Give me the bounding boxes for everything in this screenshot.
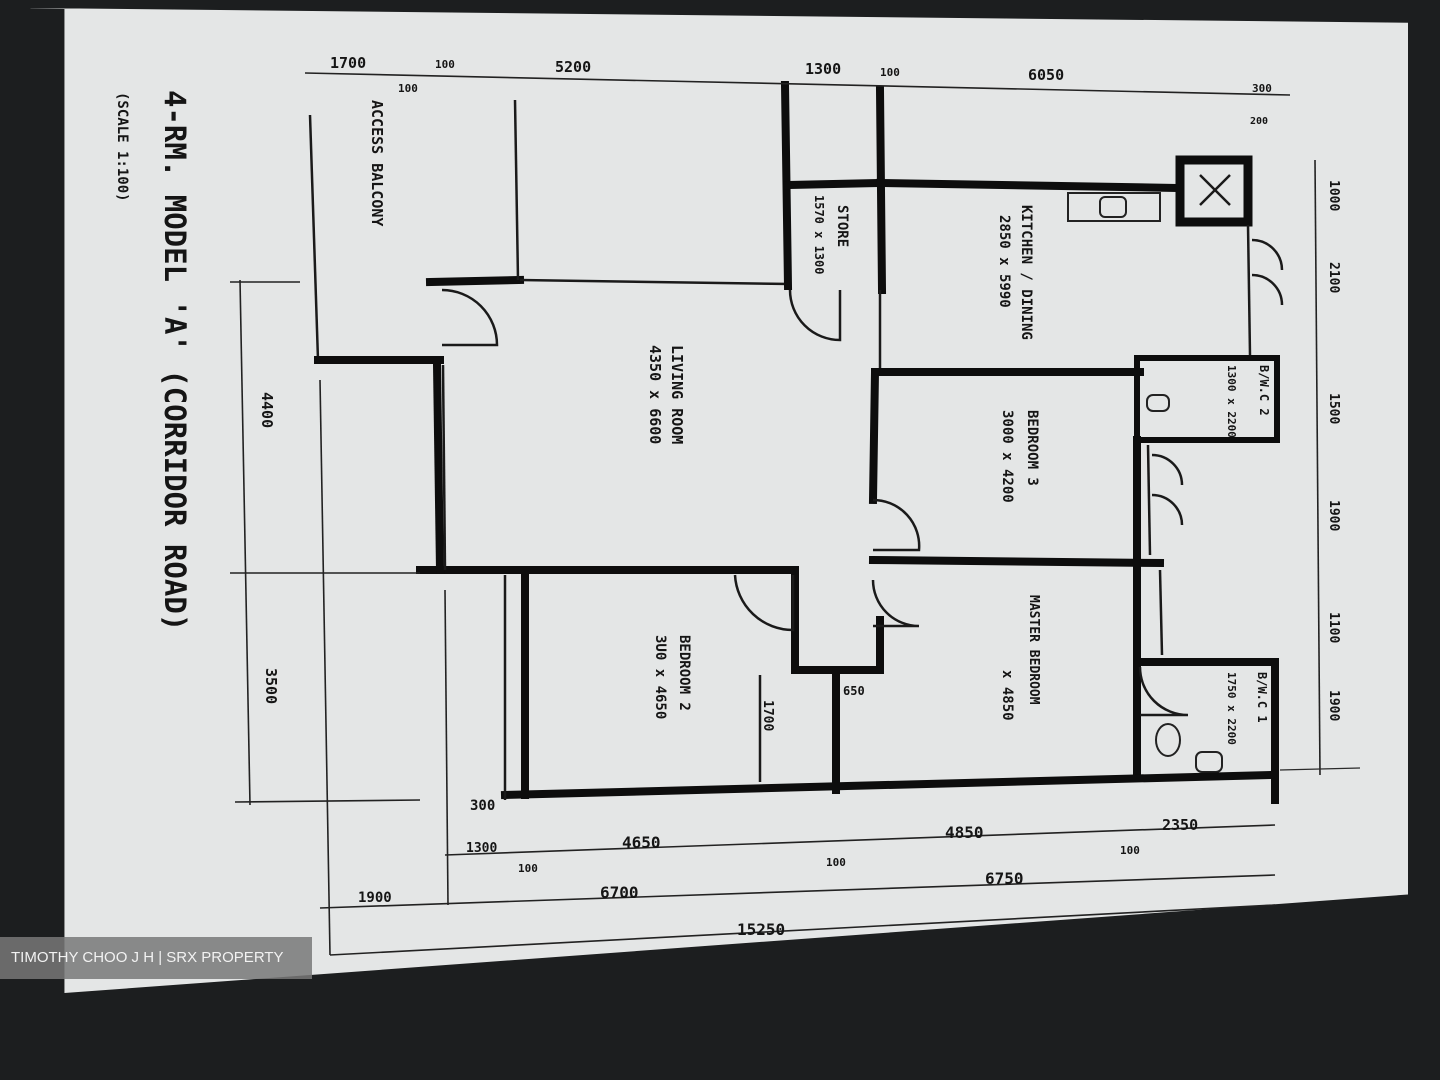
room-bwc-1-size: 1750 x 2200 [1225,672,1238,745]
room-bedroom-2-size: 3U0 x 4650 [652,635,668,719]
dim-right-2100: 2100 [1326,262,1341,293]
dim-top-1700: 1700 [330,54,366,72]
dim-left-4400: 4400 [258,392,276,428]
dim-bottom-6750: 6750 [985,869,1024,888]
dim-total-15250: 15250 [737,920,785,939]
room-bedroom-3-size: 3000 x 4200 [999,410,1015,503]
room-master-bedroom-size: x 4850 [999,670,1015,721]
dim-top-100: 100 [398,82,418,95]
room-living-size: 4350 x 6600 [646,345,664,444]
room-access-balcony: ACCESS BALCONY [368,100,386,226]
dim-top-100b: 100 [435,58,455,71]
room-master-bedroom: MASTER BEDROOM [1026,595,1041,705]
dim-right-1000: 1000 [1326,180,1341,211]
dim-top-5200: 5200 [555,58,591,76]
room-bwc-2: B/W.C 2 [1257,365,1271,416]
dim-bottom-2350: 2350 [1162,816,1198,834]
dim-bottom-1300: 1300 [466,841,497,856]
dimension-lines [230,72,1361,956]
room-living: LIVING ROOM [668,345,686,444]
doors [441,238,1284,717]
plan-scale: (SCALE 1:100) [114,92,130,202]
dim-right-1100: 1100 [1326,612,1341,643]
dim-top-100c: 100 [880,66,900,79]
dim-bottom-100b: 100 [826,856,846,869]
dim-top-6050: 6050 [1028,66,1064,84]
room-kitchen: KITCHEN / DINING [1018,205,1034,340]
room-bwc-1: B/W.C 1 [1255,672,1269,723]
dim-bottom-100a: 100 [518,862,538,875]
room-kitchen-size: 2850 x 5990 [996,215,1012,308]
dim-top-300: 300 [1252,82,1272,95]
dim-top-1300: 1300 [805,60,841,78]
dim-inner-650: 650 [843,684,865,698]
dim-bottom-6700: 6700 [600,883,639,902]
room-store-size: 1570 x 1300 [812,195,826,274]
dim-bottom-100c: 100 [1120,844,1140,857]
dim-bottom-300: 300 [470,798,495,814]
dim-right-1500: 1500 [1326,393,1341,424]
dim-left-3500: 3500 [262,668,280,704]
room-bedroom-3: BEDROOM 3 [1024,410,1040,486]
watermark: TIMOTHY CHOO J H | SRX PROPERTY [0,937,312,979]
room-bwc-2-size: 1300 x 2200 [1225,365,1238,438]
room-store: STORE [834,205,850,247]
dim-bottom-1900: 1900 [358,890,392,906]
walls [308,80,1280,804]
dim-top-200: 200 [1250,116,1268,127]
dim-inner-1700: 1700 [760,700,775,731]
dim-right-1900b: 1900 [1326,690,1341,721]
room-bedroom-2: BEDROOM 2 [676,635,692,711]
plan-title: 4-RM. MODEL 'A' (CORRIDOR ROAD) [158,90,192,631]
dim-bottom-4650: 4650 [622,833,661,852]
dim-bottom-4850: 4850 [945,823,984,842]
dim-right-1900: 1900 [1326,500,1341,531]
